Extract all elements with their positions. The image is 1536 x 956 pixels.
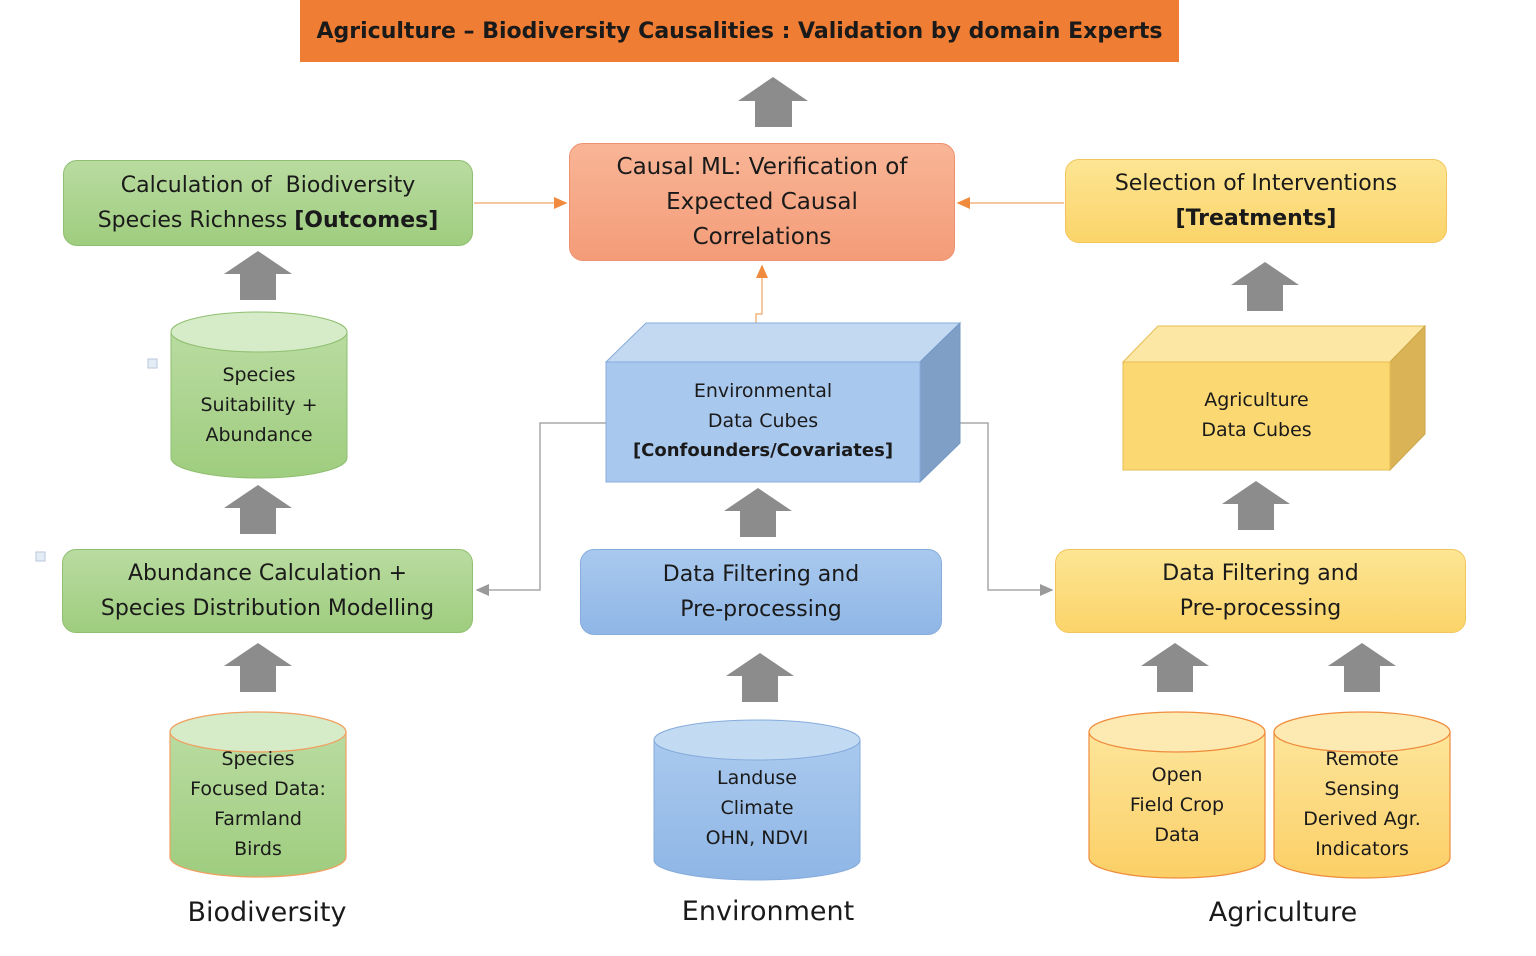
up-arrow-icon (224, 485, 292, 534)
up-arrow-icon (1222, 481, 1290, 530)
env-source-line-3: OHN, NDVI (705, 827, 809, 849)
title-text: Agriculture – Biodiversity Causalities :… (316, 18, 1163, 44)
env-filter-line-2: Pre-processing (680, 597, 842, 622)
species-source-line-2: Focused Data: (190, 778, 326, 800)
environment-column-label: Environment (681, 896, 855, 927)
species-source-cylinder (169, 711, 347, 878)
up-arrow-icon (1231, 262, 1299, 311)
outcomes-line-2-wrap: Species Richness [Outcomes] (98, 203, 439, 238)
env-cube-tag: [Confounders/Covariates] (632, 440, 894, 461)
crop-line-3: Data (1154, 824, 1200, 846)
crop-source-label: Open Field Crop Data (1089, 760, 1265, 850)
env-cube-line-1: Environmental (693, 380, 833, 402)
up-arrow-icon (726, 653, 794, 702)
species-source-line-1: Species (221, 748, 295, 770)
modelling-line-2: Species Distribution Modelling (100, 596, 435, 621)
env-filter-line-1: Data Filtering and (662, 562, 860, 587)
cube-to-modelling-connector (475, 422, 606, 596)
up-arrow-icon (224, 251, 292, 300)
outcomes-line-2: Species Richness (97, 208, 295, 233)
species-source-label: Species Focused Data: Farmland Birds (170, 744, 346, 864)
treatments-line-1: Selection of Interventions (1114, 171, 1398, 196)
agri-filter-line-1: Data Filtering and (1162, 561, 1359, 586)
suitability-cylinder-label: Species Suitability + Abundance (171, 360, 347, 450)
causal-ml-line-2: Expected Causal (666, 188, 858, 215)
agri-filter-line-2: Pre-processing (1179, 596, 1342, 621)
remote-sensing-label: Remote Sensing Derived Agr. Indicators (1274, 744, 1450, 864)
agri-cube-line-1: Agriculture (1204, 389, 1309, 411)
outcomes-tag: [Outcomes] (294, 208, 439, 233)
title-banner: Agriculture – Biodiversity Causalities :… (300, 0, 1179, 62)
up-arrow-icon (224, 643, 292, 692)
up-arrow-icon (738, 77, 808, 127)
suitability-line-3: Abundance (205, 424, 313, 446)
up-arrow-icon (724, 488, 792, 537)
agriculture-column-label: Agriculture (1208, 897, 1358, 928)
remote-line-2: Sensing (1324, 778, 1400, 800)
environment-source-cylinder (653, 719, 861, 881)
agriculture-cube (1121, 324, 1427, 472)
treatments-tag: [Treatments] (1175, 206, 1337, 231)
remote-line-3: Derived Agr. (1303, 808, 1421, 830)
environment-cube-label: Environmental Data Cubes [Confounders/Co… (606, 376, 920, 466)
remote-line-4: Indicators (1315, 838, 1409, 860)
crop-source-cylinder (1088, 711, 1266, 879)
suitability-line-2: Suitability + (200, 394, 318, 416)
up-arrow-icon (1141, 643, 1209, 692)
remote-sensing-cylinder (1273, 711, 1451, 879)
stray-marker (147, 358, 158, 369)
crop-line-1: Open (1151, 764, 1203, 786)
agri-cube-line-2: Data Cubes (1201, 419, 1312, 441)
causal-ml-line-1: Causal ML: Verification of (616, 153, 908, 180)
up-arrow-icon (1328, 643, 1396, 692)
causal-ml-line-3: Correlations (692, 223, 832, 250)
modelling-box: Abundance Calculation + Species Distribu… (62, 549, 473, 633)
outcomes-box: Calculation of Biodiversity Species Rich… (63, 160, 473, 246)
modelling-line-1: Abundance Calculation + (127, 561, 408, 586)
species-source-line-3: Farmland (214, 808, 302, 830)
env-source-line-2: Climate (720, 797, 794, 819)
outcomes-line-1: Calculation of Biodiversity (120, 173, 416, 198)
env-cube-line-2: Data Cubes (707, 410, 819, 432)
crop-line-2: Field Crop (1129, 794, 1225, 816)
causal-ml-box: Causal ML: Verification of Expected Caus… (569, 143, 955, 261)
flow-arrows (224, 77, 1396, 702)
treatments-box: Selection of Interventions [Treatments] (1065, 159, 1447, 243)
agriculture-filtering-box: Data Filtering and Pre-processing (1055, 549, 1466, 633)
suitability-cylinder (170, 311, 348, 479)
biodiversity-column-label: Biodiversity (187, 897, 347, 928)
environment-filtering-box: Data Filtering and Pre-processing (580, 549, 942, 635)
species-source-line-4: Birds (234, 838, 282, 860)
stray-marker (35, 551, 46, 562)
suitability-line-1: Species (222, 364, 296, 386)
env-source-line-1: Landuse (717, 767, 797, 789)
environment-cube (604, 321, 962, 484)
environment-source-label: Landuse Climate OHN, NDVI (654, 763, 860, 853)
agriculture-cube-label: Agriculture Data Cubes (1123, 385, 1390, 445)
remote-line-1: Remote (1325, 748, 1399, 770)
